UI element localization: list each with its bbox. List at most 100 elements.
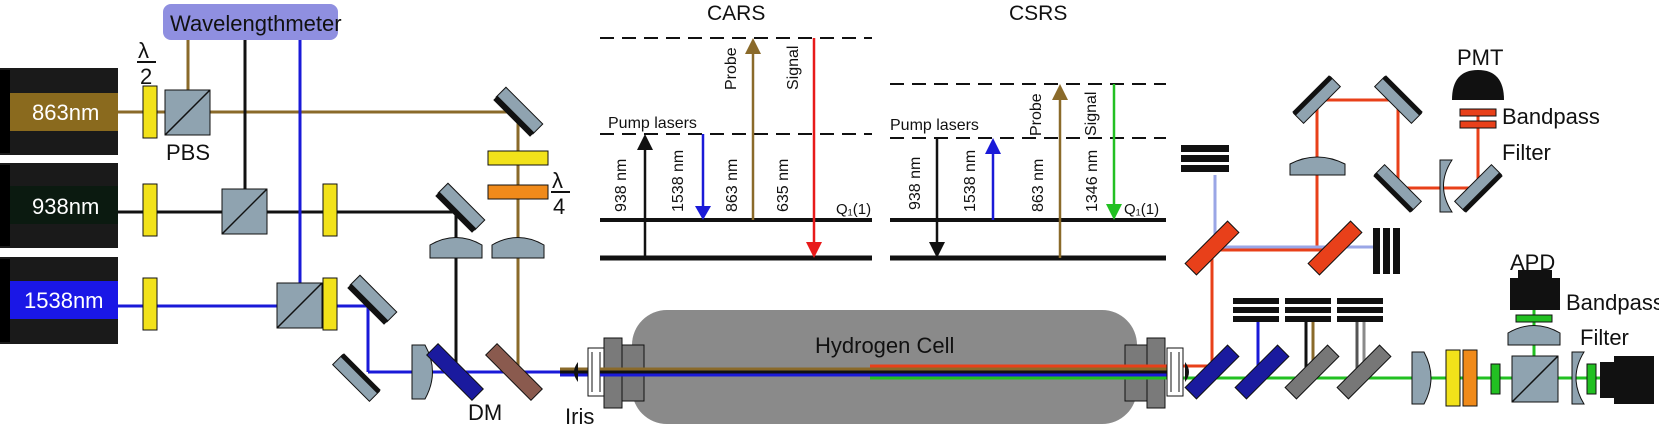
dichroic-right-red <box>1184 220 1240 276</box>
mirror-pmt-4 <box>1453 163 1503 213</box>
cars-wl-635: 635 nm <box>775 159 792 212</box>
dichroic-mirror-brown <box>485 343 543 401</box>
cars-wl-863: 863 nm <box>724 159 741 212</box>
iris-right <box>1166 347 1189 397</box>
apd-detector <box>1507 270 1561 346</box>
csrs-wl-938: 938 nm <box>907 157 924 210</box>
cars-signal-label: Signal <box>785 46 802 90</box>
apd-label: APD <box>1510 250 1555 275</box>
pmt-detector <box>1452 70 1504 129</box>
csrs-arrowhead-863 <box>1052 84 1068 100</box>
mirror-1538-turn <box>347 274 398 325</box>
half-wave-plate-1538 <box>142 277 158 331</box>
csrs-probe-label: Probe <box>1028 93 1045 136</box>
wave-plate-yellow-upper <box>487 150 549 166</box>
csrs-title: CSRS <box>1009 2 1067 25</box>
pbs-cube-1538 <box>276 282 323 329</box>
cars-arrowhead-signal <box>806 242 822 258</box>
half-wave-plate-938 <box>142 183 158 237</box>
beam-dump-3 <box>1337 298 1383 322</box>
iris-left <box>574 347 605 397</box>
dichroic-right-grey-1 <box>1284 344 1340 400</box>
wavelengthmeter: Wavelengthmeter <box>163 4 342 40</box>
laser-938-label: 938nm <box>32 194 99 219</box>
csrs-signal-label: Signal <box>1083 92 1100 136</box>
cars-wl-938: 938 nm <box>613 159 630 212</box>
dichroic-right-blue-2 <box>1234 344 1290 400</box>
pbs-cube-938 <box>221 188 268 235</box>
laser-863: 863nm <box>0 68 118 155</box>
mirror-pmt-1 <box>1292 75 1342 125</box>
filter-label-1: Filter <box>1502 140 1551 165</box>
iris-label: Iris <box>565 404 594 426</box>
wave-plate-938-b <box>322 183 338 237</box>
lens-863 <box>491 237 545 259</box>
dichroic-right-grey-2 <box>1336 344 1392 400</box>
csrs-arrowhead-signal <box>1106 204 1122 220</box>
pmt-label: PMT <box>1457 45 1503 70</box>
beams-over-cell <box>600 364 1640 380</box>
csrs-diagram: CSRS Pump lasers 938 nm 1538 nm 863 nm 1… <box>890 2 1166 261</box>
bandpass-label-1: Bandpass <box>1502 104 1600 129</box>
quarter-wave-plate-label: λ 4 <box>551 168 570 219</box>
pbs-cube-863 <box>164 89 211 136</box>
cars-arrowhead-938 <box>637 134 653 150</box>
dichroic-right-red-2 <box>1307 220 1363 276</box>
wave-plate-green-yellow <box>1445 349 1461 407</box>
mirror-863-turn <box>493 86 544 137</box>
half-wave-plate-label: λ 2 <box>137 38 156 89</box>
cars-arrowhead-863 <box>745 38 761 54</box>
half-wave-numerator: λ <box>138 38 149 63</box>
pbs-label: PBS <box>166 140 210 165</box>
pbs-cube-green <box>1511 355 1559 403</box>
laser-938: 938nm <box>0 163 118 248</box>
csrs-wl-1346: 1346 nm <box>1084 150 1101 212</box>
green-filter-1 <box>1490 363 1501 395</box>
lens-green-2 <box>1571 351 1585 405</box>
quarter-wave-plate <box>487 184 549 200</box>
cars-diagram: CARS Pump lasers 938 nm 1538 nm 863 nm 6… <box>600 2 872 261</box>
hydrogen-cell-label: Hydrogen Cell <box>815 333 954 358</box>
dichroic-right-blue <box>1184 344 1240 400</box>
csrs-pump-label: Pump lasers <box>890 117 979 134</box>
lens-pmt-path <box>1289 156 1346 176</box>
half-wave-denominator: 2 <box>140 64 152 89</box>
csrs-arrowhead-1538 <box>985 138 1001 154</box>
csrs-wl-1538: 1538 nm <box>962 150 979 212</box>
csrs-arrowhead-938 <box>929 242 945 258</box>
cars-arrowhead-1538 <box>695 206 711 220</box>
dichroic-mirror-blue <box>426 343 484 401</box>
dm-label: DM <box>468 400 502 425</box>
lens-green-1 <box>1411 351 1432 405</box>
mirror-pmt-2 <box>1373 75 1423 125</box>
cars-pump-label: Pump lasers <box>608 115 697 132</box>
lens-938 <box>429 237 483 259</box>
cars-wl-1538: 1538 nm <box>670 150 687 212</box>
wavelengthmeter-label: Wavelengthmeter <box>170 11 342 36</box>
camera-detector <box>1600 356 1654 404</box>
half-wave-plate-863 <box>142 85 158 139</box>
beam-dump-1 <box>1233 298 1279 322</box>
laser-1538: 1538nm <box>0 257 118 344</box>
cars-probe-label: Probe <box>723 47 740 90</box>
cars-level-label: Q₁(1) <box>836 201 871 218</box>
bandpass-label-2: Bandpass <box>1566 290 1659 315</box>
beam-dump-right <box>1373 228 1400 274</box>
beam-dump-top <box>1181 145 1229 172</box>
csrs-level-label: Q₁(1) <box>1124 201 1159 218</box>
wave-plate-green-orange <box>1462 349 1478 407</box>
lens-pmt-focus <box>1439 159 1453 213</box>
green-filter-2 <box>1586 363 1597 395</box>
filter-label-2: Filter <box>1580 325 1629 350</box>
csrs-wl-863: 863 nm <box>1030 159 1047 212</box>
laser-863-label: 863nm <box>32 100 99 125</box>
cars-title: CARS <box>707 2 765 25</box>
beam-dump-2 <box>1285 298 1331 322</box>
quarter-wave-denominator: 4 <box>553 194 565 219</box>
quarter-wave-numerator: λ <box>552 168 563 193</box>
lens-combined-left <box>411 344 433 400</box>
laser-1538-label: 1538nm <box>24 288 104 313</box>
wave-plate-1538-b <box>322 277 338 331</box>
mirror-1538-bottom <box>331 353 381 403</box>
